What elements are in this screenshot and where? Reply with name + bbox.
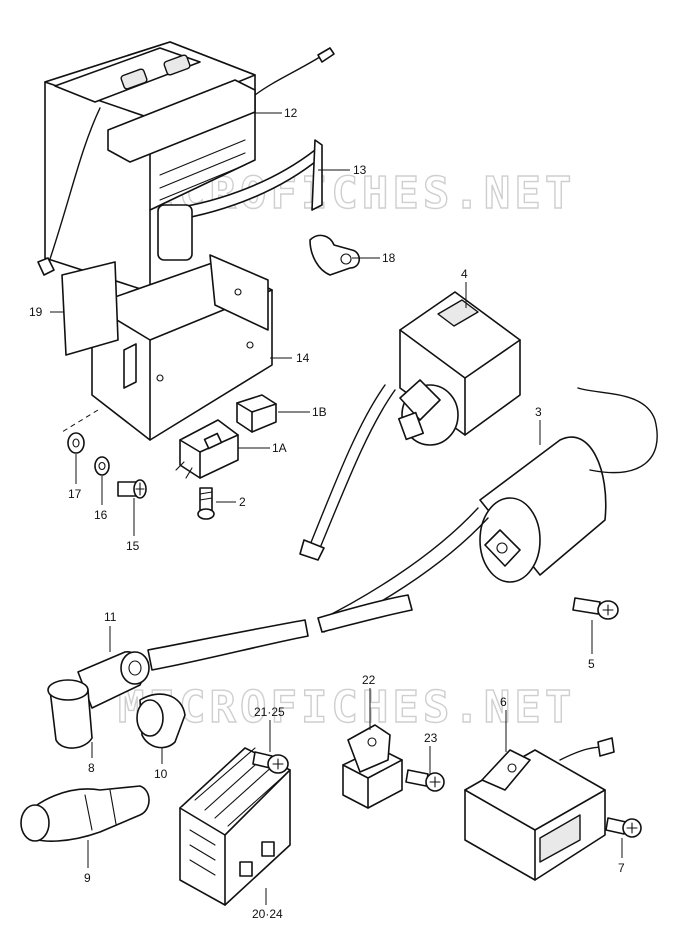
watermark-bottom: MICROFICHES.NET bbox=[118, 682, 575, 733]
callout-1b: 1B bbox=[312, 405, 327, 419]
high-tension-lead[interactable] bbox=[147, 594, 413, 671]
plug-cover-10[interactable] bbox=[136, 693, 186, 749]
turn-signal-relay[interactable] bbox=[342, 724, 403, 809]
starter-relay[interactable] bbox=[175, 419, 239, 479]
cable-clamp[interactable] bbox=[309, 234, 361, 276]
callout-3: 3 bbox=[535, 405, 542, 419]
callout-11: 11 bbox=[104, 610, 117, 624]
ignition-coil-rear[interactable] bbox=[319, 387, 658, 633]
battery-plate[interactable] bbox=[61, 261, 119, 356]
regulator-rectifier[interactable] bbox=[179, 747, 291, 906]
screw-5[interactable] bbox=[572, 597, 619, 620]
relay-connector[interactable] bbox=[236, 394, 277, 433]
cdi-unit[interactable] bbox=[464, 737, 615, 881]
callout-10: 10 bbox=[154, 767, 168, 781]
bolt-15[interactable] bbox=[117, 479, 147, 499]
plug-cap-9[interactable] bbox=[20, 785, 150, 842]
battery-band[interactable] bbox=[157, 139, 323, 261]
callout-19: 19 bbox=[29, 305, 43, 319]
callout-12: 12 bbox=[284, 106, 298, 120]
callout-4: 4 bbox=[461, 267, 468, 281]
screw-7[interactable] bbox=[605, 817, 642, 838]
callout-13: 13 bbox=[353, 163, 367, 177]
callout-6: 6 bbox=[500, 695, 507, 709]
callout-2: 2 bbox=[239, 495, 246, 509]
lock-washer-16[interactable] bbox=[94, 456, 110, 476]
washer-17[interactable] bbox=[67, 432, 85, 454]
battery[interactable] bbox=[37, 41, 329, 293]
callout-21-25: 21·25 bbox=[254, 705, 285, 719]
callout-23: 23 bbox=[424, 731, 438, 745]
assembly-dash bbox=[61, 409, 99, 433]
callout-18: 18 bbox=[382, 251, 396, 265]
callout-15: 15 bbox=[126, 539, 140, 553]
callout-labels: 12 13 18 4 19 14 1B 3 1A 2 17 16 15 11 5… bbox=[29, 106, 625, 921]
battery-cable[interactable] bbox=[317, 47, 335, 63]
callout-8: 8 bbox=[88, 761, 95, 775]
screw-23[interactable] bbox=[405, 769, 445, 792]
ignition-coil-front[interactable] bbox=[299, 291, 521, 561]
callout-22: 22 bbox=[362, 673, 376, 687]
callout-14: 14 bbox=[296, 351, 310, 365]
bolt-21-25[interactable] bbox=[252, 751, 289, 774]
callout-17: 17 bbox=[68, 487, 82, 501]
plug-cap-11[interactable] bbox=[47, 651, 150, 749]
leader-lines bbox=[50, 112, 623, 905]
screw-2[interactable] bbox=[197, 487, 215, 520]
callout-1a: 1A bbox=[272, 441, 287, 455]
callout-7: 7 bbox=[618, 861, 625, 875]
callout-9: 9 bbox=[84, 871, 91, 885]
callout-5: 5 bbox=[588, 657, 595, 671]
callout-16: 16 bbox=[94, 508, 108, 522]
callout-20-24: 20·24 bbox=[252, 907, 283, 921]
